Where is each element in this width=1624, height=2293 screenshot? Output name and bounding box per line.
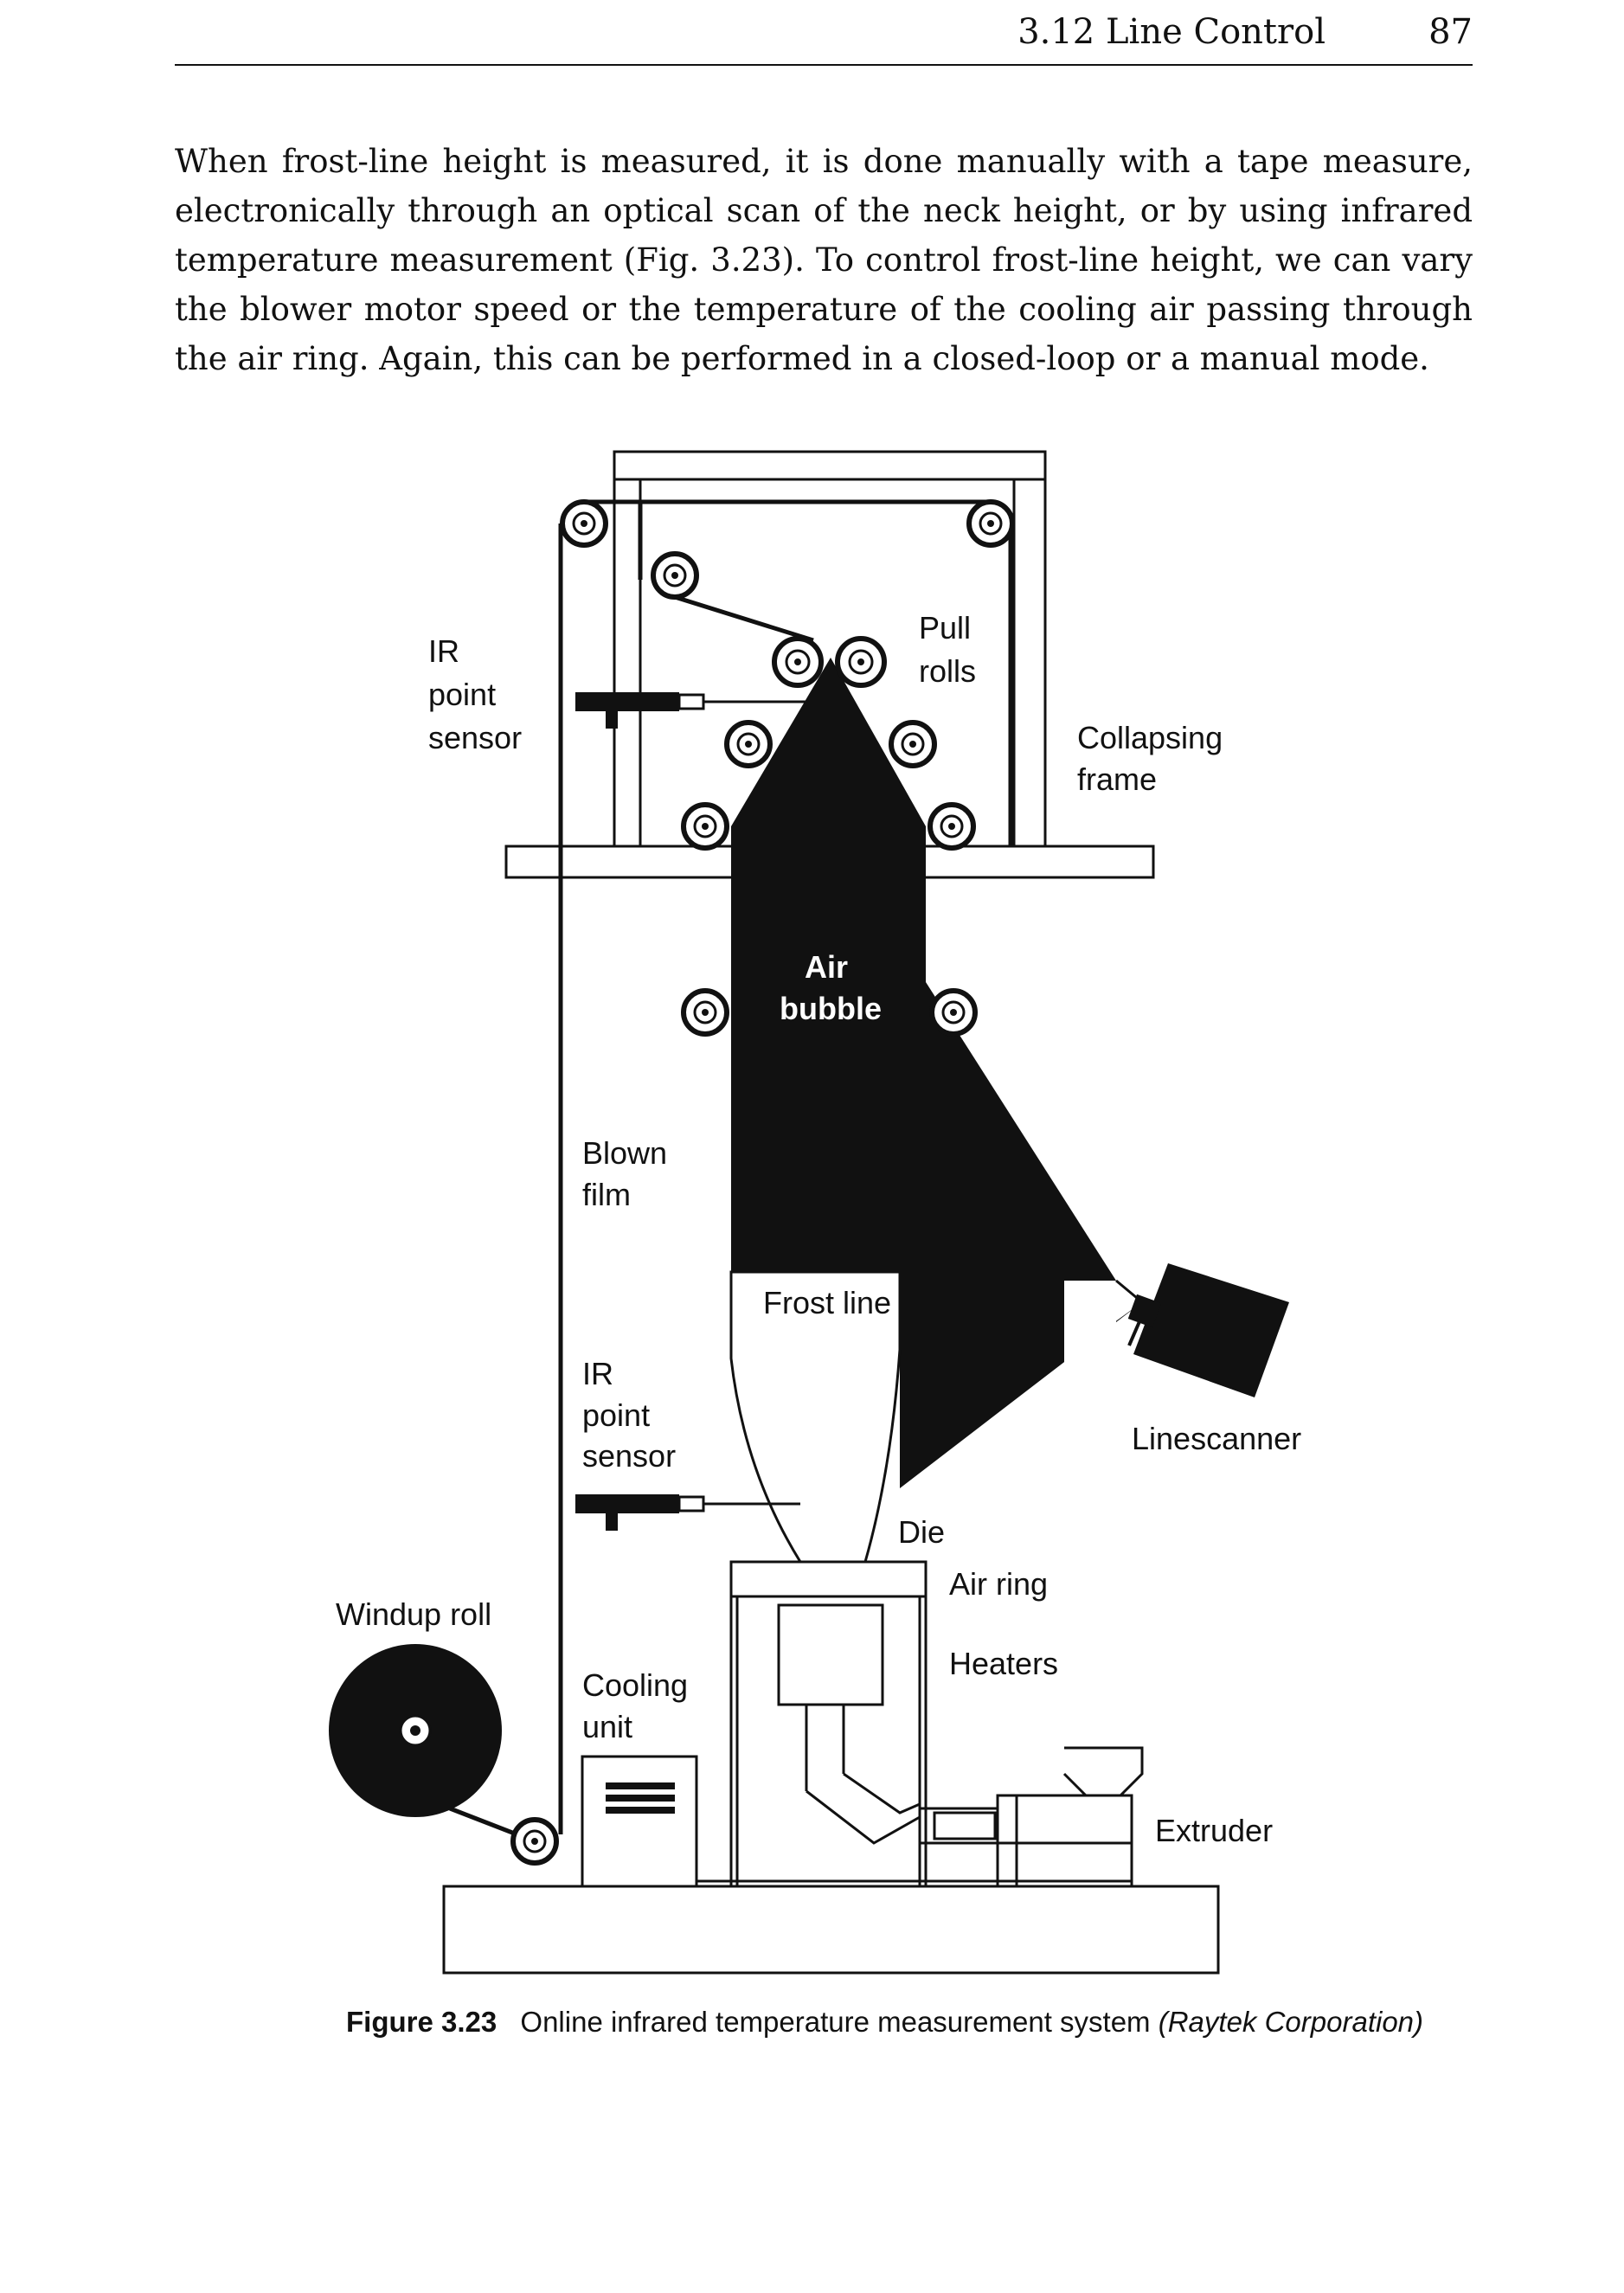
- frame-top-bar: [613, 450, 1047, 481]
- label-linescanner: Linescanner: [1132, 1421, 1301, 1456]
- label-frost-line: Frost line: [763, 1285, 891, 1320]
- figure-diagram: IR point sensor Pull rolls Collapsing fr…: [329, 450, 1301, 1975]
- roller-icon: [651, 551, 699, 600]
- roller-icon: [560, 499, 608, 548]
- guide-roller-icon: [681, 988, 729, 1037]
- extruder-hopper: [1062, 1746, 1144, 1797]
- label-windup-roll: Windup roll: [336, 1596, 491, 1632]
- roller-icon: [966, 499, 1015, 548]
- label-die: Die: [898, 1514, 945, 1550]
- label-heaters: Heaters: [949, 1646, 1058, 1681]
- label-air-bubble: Air bubble: [780, 949, 882, 1026]
- windup-roll-icon: [329, 1644, 502, 1817]
- ir-sensor-bottom-icon: [575, 1494, 800, 1531]
- ir-sensor-top-icon: [575, 692, 818, 729]
- cooling-unit-box: [581, 1755, 698, 1888]
- heaters-block: [777, 1603, 884, 1706]
- figure-caption: Figure 3.23 Online infrared temperature …: [346, 2006, 1471, 2039]
- caption-label: Figure 3.23: [346, 2006, 497, 2038]
- label-ir-sensor-bottom: IR point sensor: [582, 1356, 676, 1474]
- vent-icon: [606, 1782, 675, 1814]
- label-blown-film: Blown film: [582, 1135, 676, 1212]
- roller-icon: [681, 802, 729, 851]
- label-extruder: Extruder: [1155, 1813, 1273, 1848]
- section-title: 3.12 Line Control: [1017, 12, 1326, 52]
- running-header: 3.12 Line Control 87: [175, 7, 1473, 66]
- label-air-ring: Air ring: [949, 1566, 1048, 1602]
- die-body: [729, 1595, 928, 1888]
- caption-credit: (Raytek Corporation): [1158, 2006, 1424, 2038]
- paragraph: When frost-line height is measured, it i…: [175, 143, 1473, 377]
- rollers: [510, 499, 1015, 1866]
- page-number: 87: [1428, 12, 1473, 52]
- label-ir-sensor-top: IR point sensor: [428, 633, 522, 755]
- pull-roll-icon: [772, 636, 824, 688]
- caption-text: Online infrared temperature measurement …: [520, 2006, 1151, 2038]
- guide-roller-icon: [929, 988, 978, 1037]
- air-ring-block: [729, 1560, 928, 1598]
- machine-base: [442, 1885, 1220, 1975]
- label-pull-rolls: Pull rolls: [919, 610, 979, 689]
- roller-icon: [889, 720, 937, 768]
- air-bubble: [731, 658, 1142, 1488]
- pull-roll-icon: [835, 636, 887, 688]
- label-cooling-unit: Cooling unit: [582, 1667, 696, 1744]
- roller-icon: [724, 720, 773, 768]
- label-collapsing-frame: Collapsing frame: [1077, 720, 1231, 797]
- body-text: When frost-line height is measured, it i…: [175, 137, 1473, 383]
- linescanner-icon: [1127, 1263, 1289, 1397]
- roller-icon: [510, 1817, 559, 1866]
- roller-icon: [928, 802, 976, 851]
